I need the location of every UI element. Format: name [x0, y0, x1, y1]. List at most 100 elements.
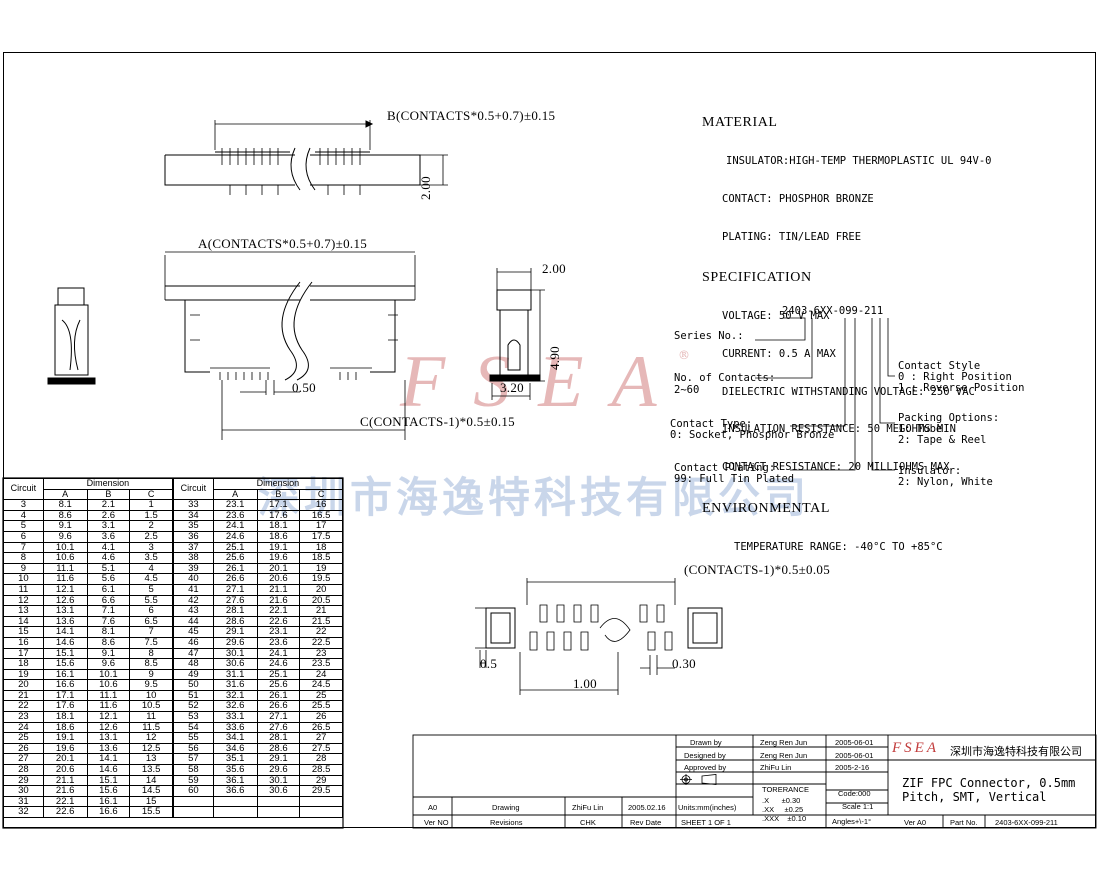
dimension-cell: 32.1 — [212, 689, 258, 702]
dimension-cell: 21.1 — [256, 583, 301, 596]
designed-name: Zeng Ren Jun — [760, 751, 808, 760]
dimension-cell: 3.6 — [86, 530, 131, 543]
dimension-cell: 9.1 — [86, 647, 131, 660]
dimension-cell: 31.1 — [212, 668, 258, 681]
dimension-cell: 22.5 — [299, 636, 343, 649]
dimension-cell: 14.5 — [129, 785, 173, 797]
ver-no-header: Ver NO — [424, 818, 449, 827]
circuit-header: Circuit — [3, 477, 44, 501]
dimension-cell: 18 — [299, 541, 343, 554]
contacts-label: No. of Contacts: — [674, 372, 776, 384]
dimension-cell: 4.1 — [86, 541, 131, 554]
dimension-cell — [256, 806, 301, 818]
dimension-cell: 28.6 — [212, 615, 258, 628]
circuit-cell: 15 — [3, 626, 44, 638]
dimension-cell: 17.6 — [42, 700, 88, 713]
circuit-cell: 30 — [3, 785, 44, 797]
dimension-cell: 2.1 — [86, 499, 131, 511]
dimension-cell: 10.6 — [42, 552, 88, 564]
dimension-cell: 19.6 — [256, 552, 301, 564]
dimension-cell: 11.1 — [42, 562, 88, 575]
product-desc-line2: Pitch, SMT, Vertical — [902, 790, 1047, 804]
dimension-cell: 15.6 — [42, 658, 88, 670]
dimension-cell: 21.6 — [256, 594, 301, 607]
contact-type-value: 0: Socket, Phosphor Bronze — [670, 429, 835, 441]
dimension-cell: 18.5 — [299, 552, 343, 564]
dimension-cell: 17.6 — [256, 509, 301, 522]
dimension-cell: 8.6 — [42, 509, 88, 522]
contact-plating-value: 99: Full Tin Plated — [674, 473, 795, 485]
insulator-label: Insulator: — [898, 465, 962, 477]
dimension-cell: 10.5 — [129, 700, 173, 713]
circuit-cell: 37 — [173, 541, 214, 554]
dimension-cell: 28 — [299, 753, 343, 766]
dimension-cell: 27.6 — [212, 594, 258, 607]
spec-line: CONTACT RESISTANCE: 20 MILLIOHMS MAX — [722, 461, 950, 474]
circuit-cell — [173, 806, 214, 818]
packing-2: 2: Tape & Reel — [898, 434, 987, 446]
units-label: Units:mm(inches) — [678, 803, 737, 812]
circuit-cell: 22 — [3, 700, 44, 713]
projection-symbol-icon — [680, 774, 717, 785]
circuit-cell: 53 — [173, 711, 214, 723]
dimension-cell: 11.1 — [86, 689, 131, 702]
circuit-cell: 19 — [3, 668, 44, 681]
part-no-label: Part No. — [950, 818, 978, 827]
dim-height-490: 4.90 — [547, 346, 562, 370]
circuit-cell: 10 — [3, 573, 44, 585]
circuit-cell: 57 — [173, 753, 214, 766]
drawn-label: Drawn by — [690, 738, 722, 747]
dimension-cell: 9.6 — [86, 658, 131, 670]
dimension-cell: 7.6 — [86, 615, 131, 628]
circuit-cell: 29 — [3, 774, 44, 787]
dimension-cell: 16.5 — [299, 509, 343, 522]
left-side-view — [47, 287, 96, 385]
circuit-cell: 48 — [173, 658, 214, 670]
dimension-cell: 6.5 — [129, 615, 173, 628]
circuit-cell: 23 — [3, 711, 44, 723]
dimension-cell: 10.1 — [42, 541, 88, 554]
circuit-cell: 46 — [173, 636, 214, 649]
dimension-cell: 13.1 — [86, 732, 131, 744]
dimension-cell: 3.1 — [86, 520, 131, 532]
rev-a0: A0 — [428, 803, 438, 812]
spec-line: INSULATION RESISTANCE: 50 MEGOHMS MIN — [722, 423, 956, 436]
dimension-cell: 14.6 — [86, 764, 131, 776]
circuit-cell: 16 — [3, 636, 44, 649]
dimension-cell: 12.6 — [86, 721, 131, 734]
dimension-cell: 24.6 — [256, 658, 301, 670]
dimension-cell: 7.5 — [129, 636, 173, 649]
circuit-cell: 54 — [173, 721, 214, 734]
part-no-value: 2403-6XX-099-211 — [995, 818, 1058, 827]
dim-pitch-050: 0.50 — [292, 380, 316, 395]
circuit-cell: 27 — [3, 753, 44, 766]
dimension-cell: 24 — [299, 668, 343, 681]
dimension-cell: 17.5 — [299, 530, 343, 543]
circuit-cell: 36 — [173, 530, 214, 543]
dimension-cell: 28.6 — [256, 742, 301, 755]
rev-drawing: Drawing — [492, 803, 520, 812]
dimension-cell: 16.1 — [86, 795, 131, 808]
dimension-cell: 27.1 — [212, 583, 258, 596]
right-side-view — [489, 268, 545, 400]
circuit-cell: 9 — [3, 562, 44, 575]
approved-label: Approved by — [684, 763, 727, 772]
dimension-cell: 26 — [299, 711, 343, 723]
dimension-cell: 20.6 — [42, 764, 88, 776]
